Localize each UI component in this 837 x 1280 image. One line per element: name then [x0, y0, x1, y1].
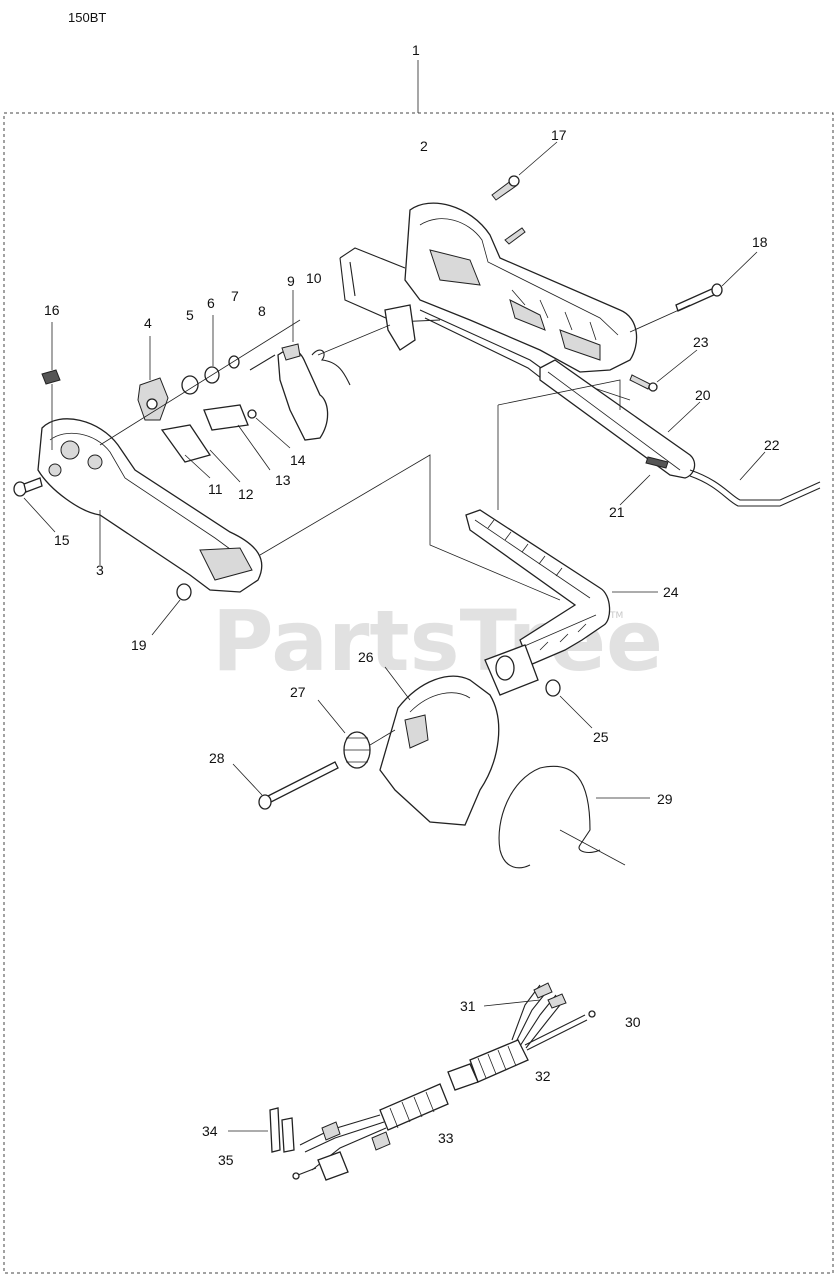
leader-26 — [384, 666, 411, 701]
callout-16: 16 — [44, 302, 60, 318]
callout-14: 14 — [290, 452, 306, 468]
leader-21 — [619, 474, 651, 506]
leader-17 — [518, 141, 558, 176]
bolt-18 — [675, 283, 723, 312]
lever-4 — [137, 377, 169, 421]
leader-22 — [739, 451, 766, 481]
bushing-25 — [545, 679, 561, 697]
callout-13: 13 — [275, 472, 291, 488]
assembly-line-f — [99, 319, 301, 446]
callout-18: 18 — [752, 234, 768, 250]
cable-22 — [689, 469, 821, 501]
callout-24: 24 — [663, 584, 679, 600]
callout-25: 25 — [593, 729, 609, 745]
callout-29: 29 — [657, 791, 673, 807]
callout-11: 11 — [208, 481, 223, 497]
assembly-line-c — [497, 379, 621, 410]
callout-19: 19 — [131, 637, 147, 653]
bracket-24 — [465, 509, 611, 666]
callout-23: 23 — [693, 334, 709, 350]
nut-16 — [41, 369, 61, 385]
callout-32: 32 — [535, 1068, 551, 1084]
callout-26: 26 — [358, 649, 374, 665]
leader-11 — [184, 454, 211, 479]
callout-1: 1 — [412, 42, 420, 58]
leader-31 — [483, 999, 541, 1007]
callout-15: 15 — [54, 532, 70, 548]
bolt-28 — [258, 761, 339, 810]
leader-19 — [151, 599, 181, 636]
assembly-line-a — [629, 304, 691, 333]
watermark-trademark: TM — [609, 611, 623, 621]
washer-19 — [176, 583, 192, 601]
callout-31: 31 — [460, 998, 476, 1014]
callout-17: 17 — [551, 127, 567, 143]
callout-20: 20 — [695, 387, 711, 403]
callout-9: 9 — [287, 273, 295, 289]
pin-8 — [249, 354, 276, 371]
plate-11-13 — [160, 404, 257, 463]
model-code: 150BT — [68, 10, 106, 25]
callout-21: 21 — [609, 504, 625, 520]
handle-housing-left — [37, 418, 263, 593]
handle-housing-right — [404, 202, 638, 373]
clamp-26 — [379, 644, 539, 826]
callout-8: 8 — [258, 303, 266, 319]
callout-27: 27 — [290, 684, 306, 700]
assembly-boundary — [3, 112, 834, 1274]
washer-5 — [181, 375, 199, 395]
callout-labels: 1 2 3 4 5 6 7 8 9 10 11 12 13 14 15 16 1… — [44, 42, 780, 1168]
spring-29 — [498, 765, 601, 869]
leader-18 — [721, 251, 758, 287]
leader-15 — [23, 497, 56, 533]
screw-23 — [629, 374, 658, 392]
leader-27 — [317, 699, 346, 734]
callout-34: 34 — [202, 1123, 218, 1139]
callout-6: 6 — [207, 295, 215, 311]
callout-4: 4 — [144, 315, 152, 331]
callout-12: 12 — [238, 486, 254, 502]
callout-10: 10 — [306, 270, 322, 286]
leader-14 — [255, 417, 291, 449]
screw-15 — [13, 477, 43, 497]
knob-27 — [343, 731, 371, 769]
callout-5: 5 — [186, 307, 194, 323]
leader-13 — [237, 424, 271, 471]
leader-12 — [209, 449, 241, 483]
handle-bar-20 — [539, 359, 696, 479]
washer-7 — [228, 355, 240, 369]
leader-28 — [232, 763, 263, 796]
callout-22: 22 — [764, 437, 780, 453]
callout-3: 3 — [96, 562, 104, 578]
callout-2: 2 — [420, 138, 428, 154]
assembly-line-e — [317, 324, 391, 356]
callout-30: 30 — [625, 1014, 641, 1030]
callout-7: 7 — [231, 288, 239, 304]
wiring-harness — [269, 982, 596, 1181]
assembly-line-d — [259, 454, 561, 601]
leader-25 — [559, 695, 593, 729]
leader-23 — [656, 349, 698, 383]
callout-28: 28 — [209, 750, 225, 766]
callout-35: 35 — [218, 1152, 234, 1168]
screw-17 — [491, 175, 526, 245]
leader-20 — [667, 401, 701, 433]
throttle-trigger-14 — [277, 343, 329, 441]
spring-10 — [311, 349, 351, 386]
callout-33: 33 — [438, 1130, 454, 1146]
